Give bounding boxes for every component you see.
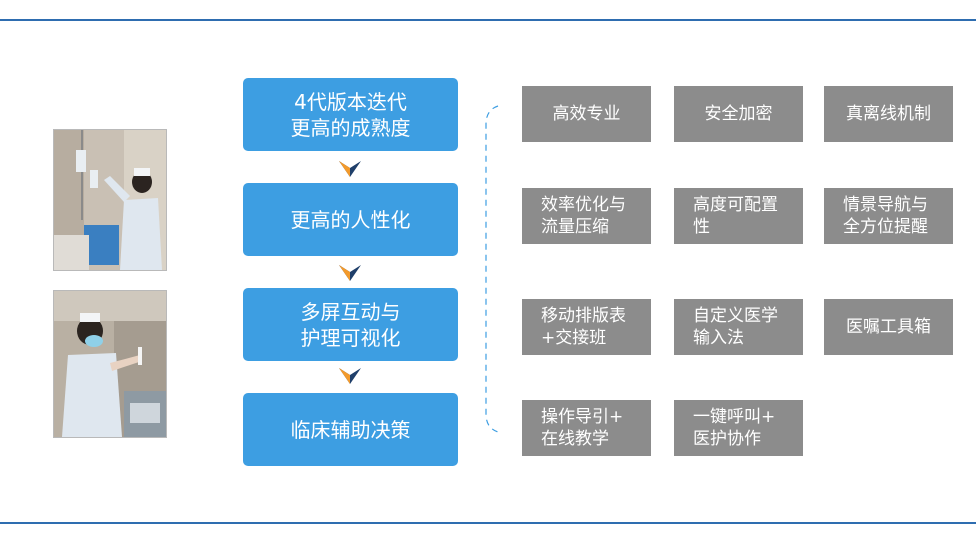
feature-medical-input-method: 自定义医学 输入法 [674, 299, 803, 355]
feature-efficient-professional: 高效专业 [522, 86, 651, 142]
bottom-divider [0, 522, 976, 524]
step-box-multiscreen: 多屏互动与 护理可视化 [243, 288, 458, 361]
feature-true-offline: 真离线机制 [824, 86, 953, 142]
feature-one-key-call: 一键呼叫+ 医护协作 [674, 400, 803, 456]
feature-secure-encryption: 安全加密 [674, 86, 803, 142]
feature-scenario-navigation: 情景导航与 全方位提醒 [824, 188, 953, 244]
feature-order-toolbox: 医嘱工具箱 [824, 299, 953, 355]
down-chevron-icon [339, 368, 361, 384]
down-chevron-icon [339, 265, 361, 281]
down-chevron-icon [339, 161, 361, 177]
top-divider [0, 19, 976, 21]
dashed-bracket [484, 104, 500, 434]
feature-guided-teaching: 操作导引+ 在线教学 [522, 400, 651, 456]
feature-traffic-compression: 效率优化与 流量压缩 [522, 188, 651, 244]
feature-configurability: 高度可配置 性 [674, 188, 803, 244]
step-box-version-iteration: 4代版本迭代 更高的成熟度 [243, 78, 458, 151]
step-box-humanization: 更高的人性化 [243, 183, 458, 256]
feature-shift-schedule: 移动排版表 +交接班 [522, 299, 651, 355]
nurse-photo-syringe [53, 290, 167, 438]
step-box-clinical-decision: 临床辅助决策 [243, 393, 458, 466]
nurse-photo-iv-drip [53, 129, 167, 271]
